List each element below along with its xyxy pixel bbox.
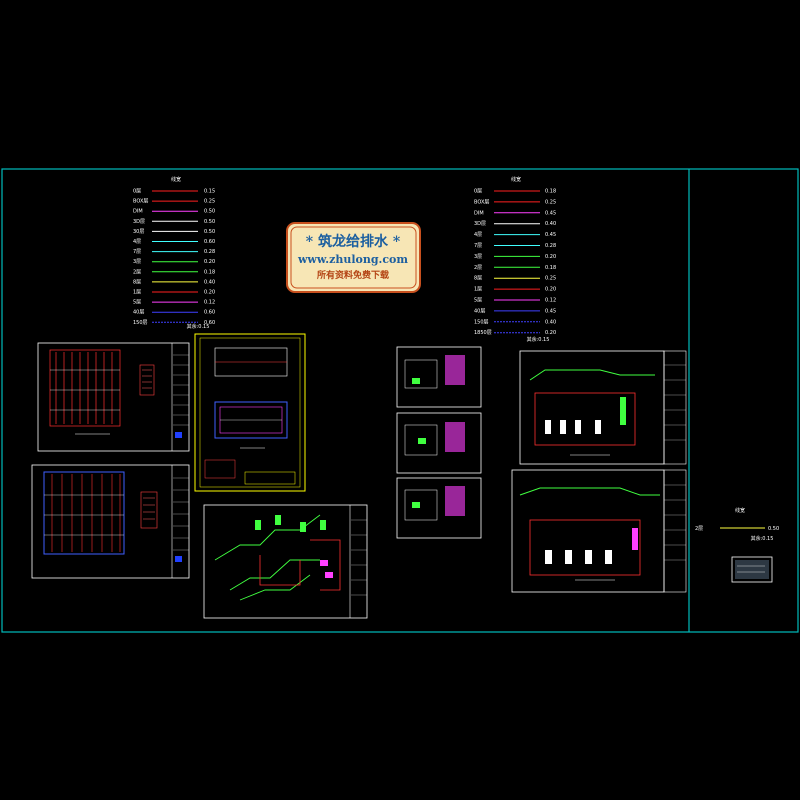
legend-title: 线宽: [171, 176, 181, 183]
legend-row-value: 0.12: [204, 300, 215, 306]
legend-row-label: 7层: [474, 243, 482, 249]
drawing-sheet-thumbnail: [731, 556, 773, 583]
legend-row-value: 0.25: [545, 199, 556, 205]
legend-row-label: 1层: [133, 290, 141, 296]
drawing-sheet-detail-1: [396, 346, 482, 408]
legend-row-value: 0.28: [545, 243, 556, 249]
legend-row-value: 0.18: [545, 189, 556, 195]
legend-row-label: BOX层: [474, 199, 489, 205]
legend-row-value: 0.50: [768, 526, 779, 532]
legend-row-value: 0.40: [545, 221, 556, 227]
legend-row-value: 0.12: [545, 298, 556, 304]
outer-frame: [1, 168, 799, 633]
drawing-sheet-plan-yellow: [194, 333, 306, 492]
legend-row-value: 0.45: [545, 210, 556, 216]
legend-row-value: 0.45: [545, 232, 556, 238]
legend-row-value: 0.60: [204, 320, 215, 326]
legend-row-label: DIM: [474, 210, 484, 216]
legend-row-label: 2层: [474, 265, 482, 271]
legend-row-label: 3D层: [133, 219, 145, 225]
drawing-sheet-pump-room-1: [519, 350, 687, 465]
watermark-url: www.zhulong.com: [297, 253, 408, 266]
legend-row-value: 0.18: [545, 265, 556, 271]
legend-row-label: BOX层: [133, 199, 148, 205]
legend-row-label: 3D层: [474, 221, 486, 227]
legend-row-label: 150层: [133, 320, 148, 326]
legend-row-value: 0.25: [545, 276, 556, 282]
drawing-sheet-floor-plan-2: [31, 464, 190, 579]
drawing-sheet-piping-isometric: [203, 504, 368, 619]
legend-row-label: 8层: [474, 276, 482, 282]
legend-row-label: 7层: [133, 249, 141, 255]
legend-row-label: 3层: [474, 254, 482, 260]
legend-row-label: 0层: [474, 189, 482, 195]
drawing-sheet-floor-plan-1: [37, 342, 190, 452]
watermark-title: * 筑龙给排水 *: [306, 233, 401, 250]
drawing-sheet-pump-room-2: [511, 469, 687, 593]
legend-row-value: 0.50: [204, 229, 215, 235]
legend-row-value: 0.20: [545, 330, 556, 336]
legend-row-label: 150层: [474, 319, 489, 325]
legend-row-value: 0.20: [545, 254, 556, 260]
legend-row-value: 0.50: [204, 209, 215, 215]
legend-row-label: 8层: [133, 279, 141, 285]
legend-row-label: 40层: [474, 308, 485, 314]
legend-title: 线宽: [735, 507, 745, 514]
line-weight-legend-small: 线宽 2层 0.50 其余:0.15: [695, 507, 779, 542]
legend-footnote: 其余:0.15: [527, 336, 550, 343]
legend-footnote: 其余:0.15: [187, 323, 210, 330]
legend-row-value: 0.60: [204, 239, 215, 245]
legend-row-label: 1层: [474, 287, 482, 293]
legend-footnote: 其余:0.15: [751, 535, 774, 542]
legend-row-value: 0.18: [204, 269, 215, 275]
legend-row-label: 2层: [133, 269, 141, 275]
legend-row-value: 0.20: [545, 287, 556, 293]
drawing-sheet-detail-2: [396, 412, 482, 474]
legend-row-label: 3层: [133, 259, 141, 265]
legend-row-label: 0层: [133, 189, 141, 195]
legend-title: 线宽: [511, 176, 521, 183]
legend-row-label: 4层: [133, 239, 141, 245]
drawing-sheet-detail-3: [396, 477, 482, 539]
legend-row-label: 4层: [474, 232, 482, 238]
legend-row-value: 0.60: [204, 310, 215, 316]
legend-row-value: 0.20: [204, 259, 215, 265]
watermark-subtitle: 所有资料免费下载: [317, 269, 389, 281]
legend-row-value: 0.40: [204, 279, 215, 285]
legend-row-value: 0.25: [204, 199, 215, 205]
legend-row-label: 5层: [474, 298, 482, 304]
legend-row-label: 30层: [133, 229, 144, 235]
legend-row-value: 0.50: [204, 219, 215, 225]
watermark-logo: * 筑龙给排水 * www.zhulong.com 所有资料免费下载: [286, 222, 421, 293]
legend-row-value: 0.20: [204, 290, 215, 296]
legend-row-value: 0.40: [545, 319, 556, 325]
legend-row-label: DIM: [133, 209, 143, 215]
legend-row-value: 0.15: [204, 189, 215, 195]
legend-row-value: 0.45: [545, 308, 556, 314]
legend-row-value: 0.28: [204, 249, 215, 255]
legend-row-label: 5层: [133, 300, 141, 306]
legend-row-label: 40层: [133, 310, 144, 316]
legend-row-label: 1850层: [474, 330, 492, 336]
legend-row-label: 2层: [695, 526, 703, 532]
